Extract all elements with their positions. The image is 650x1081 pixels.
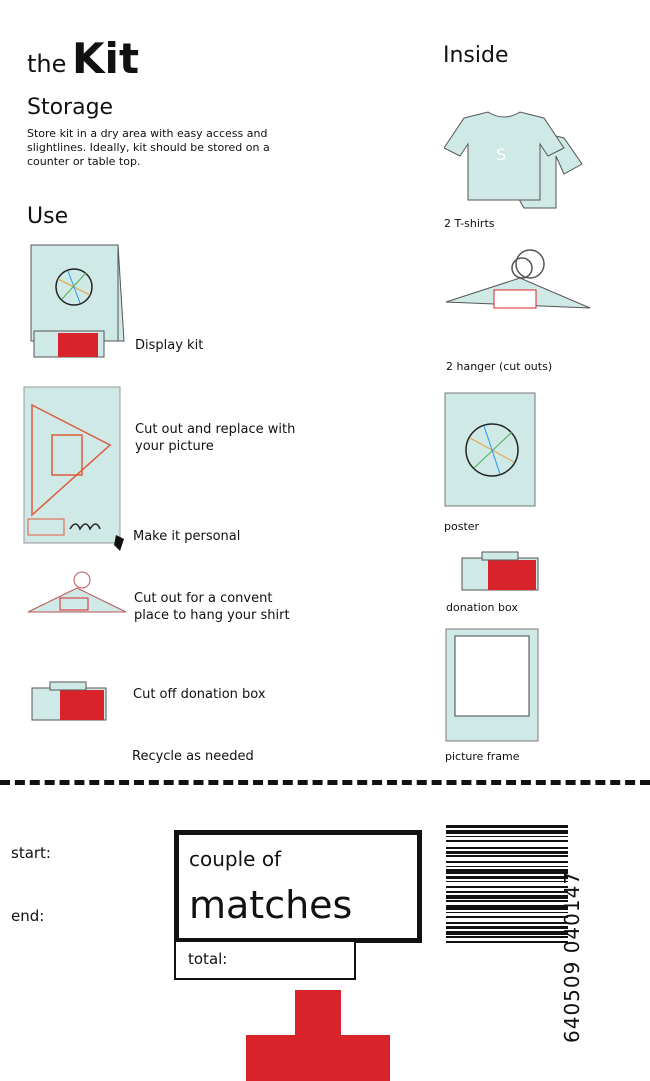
tshirt-letter: S xyxy=(496,145,506,164)
title-the: the xyxy=(27,50,67,78)
cut-replace-line-1: Cut out and replace with xyxy=(135,422,296,437)
barcode-bar xyxy=(446,922,568,924)
barcode-bar xyxy=(446,936,568,938)
poster-label: poster xyxy=(444,520,480,533)
poster-illustration xyxy=(444,392,536,507)
donation-box-small-illustration xyxy=(31,681,107,721)
total-box: total: xyxy=(174,940,356,980)
barcode-bar xyxy=(446,855,568,857)
cut-line xyxy=(0,780,650,785)
tshirts-label: 2 T-shirts xyxy=(444,217,495,230)
barcode-bar xyxy=(446,840,568,842)
hangers-label: 2 hanger (cut outs) xyxy=(446,360,553,373)
donation-box-label: donation box xyxy=(446,601,518,614)
barcode-bar xyxy=(446,869,568,874)
storage-line-2: slightlines. Ideally, kit should be stor… xyxy=(27,141,270,154)
brand-box: couple of matches xyxy=(174,830,422,943)
storage-heading: Storage xyxy=(27,95,114,120)
barcode-bar xyxy=(446,900,568,902)
barcode-bar xyxy=(446,931,568,935)
barcode xyxy=(446,825,568,1057)
barcode-bar xyxy=(446,891,568,893)
brand-line-2: matches xyxy=(189,883,353,927)
total-label: total: xyxy=(188,950,228,968)
start-label: start: xyxy=(11,844,51,862)
recycle-label: Recycle as needed xyxy=(132,749,254,764)
title-kit: Kit xyxy=(72,34,140,83)
barcode-bar xyxy=(446,825,568,828)
barcode-bar xyxy=(446,851,568,854)
barcode-bar xyxy=(446,886,568,888)
barcode-bar xyxy=(446,916,568,918)
barcode-bar xyxy=(446,866,568,867)
cut-out-picture-illustration xyxy=(23,386,124,551)
inside-heading: Inside xyxy=(443,43,509,68)
barcode-bar xyxy=(446,847,568,849)
barcode-bar xyxy=(446,830,568,834)
picture-frame-label: picture frame xyxy=(445,750,520,763)
hangers-illustration xyxy=(445,249,591,309)
barcode-bar xyxy=(446,836,568,837)
cut-hang-line-2: place to hang your shirt xyxy=(134,608,290,623)
barcode-bar xyxy=(446,905,568,910)
storage-text: Store kit in a dry area with easy access… xyxy=(27,127,297,169)
cut-replace-line-2: your picture xyxy=(135,439,214,454)
make-personal-label: Make it personal xyxy=(133,529,241,544)
barcode-bar xyxy=(446,881,568,882)
tshirts-illustration: S xyxy=(444,111,583,209)
hanger-small-illustration xyxy=(27,571,127,613)
cut-hang-line-1: Cut out for a convent xyxy=(134,591,273,606)
use-heading: Use xyxy=(27,204,69,229)
storage-line-3: counter or table top. xyxy=(27,155,141,168)
barcode-bar xyxy=(446,876,568,879)
barcode-bar xyxy=(446,861,568,863)
display-kit-illustration xyxy=(30,244,125,358)
donation-box-illustration xyxy=(461,551,539,591)
cut-hang-label: Cut out for a convent place to hang your… xyxy=(134,590,290,624)
barcode-bar xyxy=(446,926,568,929)
cut-replace-label: Cut out and replace with your picture xyxy=(135,421,295,455)
brand-line-1: couple of xyxy=(189,847,282,871)
picture-frame-illustration xyxy=(445,628,539,742)
end-label: end: xyxy=(11,907,45,925)
display-kit-label: Display kit xyxy=(135,338,204,353)
barcode-bar xyxy=(446,941,568,943)
red-tab-top xyxy=(295,990,341,1035)
barcode-number: 640509 040147 xyxy=(560,870,584,1043)
barcode-bar xyxy=(446,912,568,913)
cut-donation-label: Cut off donation box xyxy=(133,687,266,702)
red-tab-base xyxy=(246,1035,390,1081)
barcode-bar xyxy=(446,895,568,899)
storage-line-1: Store kit in a dry area with easy access… xyxy=(27,127,268,140)
